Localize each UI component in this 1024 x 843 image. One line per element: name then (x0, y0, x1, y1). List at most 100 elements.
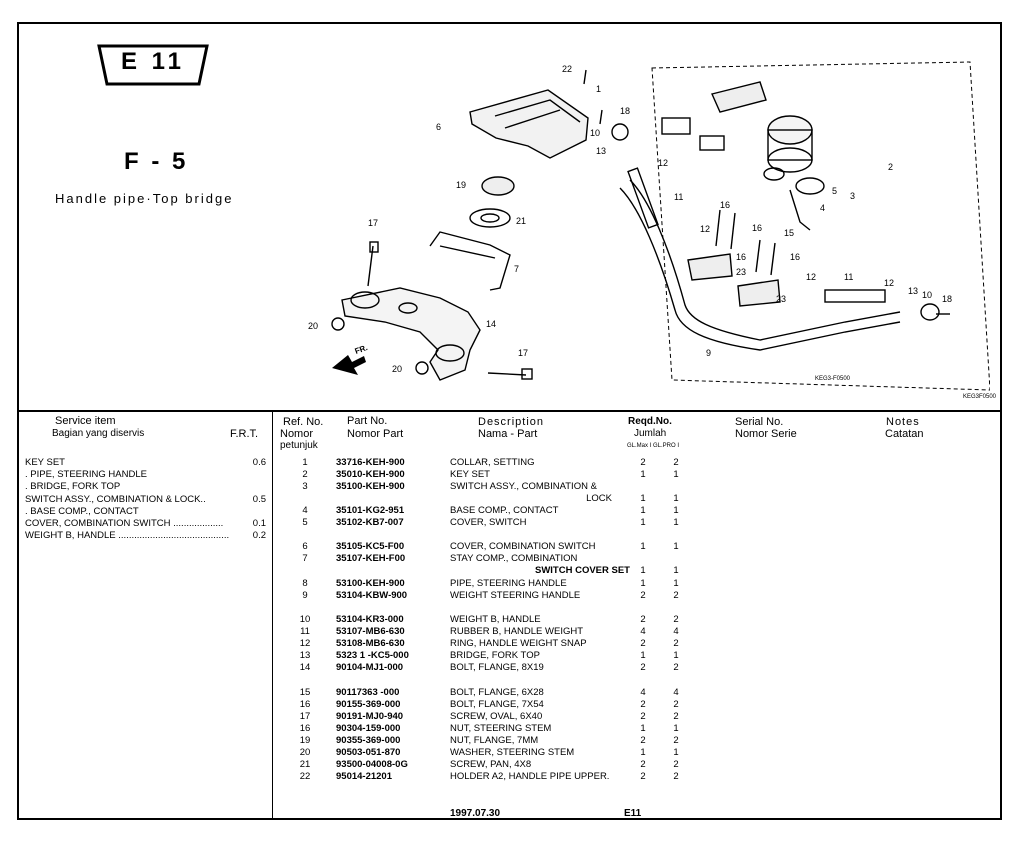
diagram-callout: 4 (820, 203, 825, 213)
parts-description: BASE COMP., CONTACT (450, 505, 559, 516)
header-ref-no: Ref. No. (283, 416, 324, 428)
figure-title: Handle pipe·Top bridge (55, 191, 234, 206)
parts-qty-a: 2 (640, 662, 646, 673)
parts-qty-b: 1 (673, 578, 679, 589)
parts-qty-b: 2 (673, 638, 679, 649)
parts-number: 95014-21201 (336, 771, 392, 782)
parts-description: SCREW, OVAL, 6X40 (450, 711, 543, 722)
parts-qty-b: 1 (673, 541, 679, 552)
parts-qty-b: 2 (673, 614, 679, 625)
parts-number: 53104-KBW-900 (336, 590, 408, 601)
parts-qty-a: 4 (640, 626, 646, 637)
parts-ref: 6 (302, 541, 308, 552)
header-service-item-id: Bagian yang diservis (52, 428, 145, 439)
parts-qty-a: 2 (640, 614, 646, 625)
diagram-callout: 10 (922, 290, 932, 300)
parts-qty-a: 2 (640, 457, 646, 468)
parts-qty-a: 2 (640, 638, 646, 649)
parts-qty-a: 1 (640, 578, 646, 589)
parts-qty-b: 4 (673, 687, 679, 698)
parts-ref: 15 (299, 687, 311, 698)
service-item: COVER, COMBINATION SWITCH ..............… (25, 518, 270, 530)
parts-description: HOLDER A2, HANDLE PIPE UPPER. (450, 771, 610, 782)
parts-ref: 21 (299, 759, 311, 770)
parts-number: 53104-KR3-000 (336, 614, 404, 625)
parts-ref: 3 (302, 481, 308, 492)
service-item: . BASE COMP., CONTACT (25, 506, 270, 518)
section-badge: E 11 (93, 44, 213, 86)
footer-code: E11 (624, 808, 642, 819)
parts-number: 90304-159-000 (336, 723, 401, 734)
parts-qty-b: 1 (673, 517, 679, 528)
parts-number: 5323 1 -KC5-000 (336, 650, 409, 661)
parts-qty-b: 1 (673, 469, 679, 480)
parts-qty-a: 2 (640, 590, 646, 601)
parts-description: SCREW, PAN, 4X8 (450, 759, 532, 770)
service-item-label: . BASE COMP., CONTACT (25, 505, 139, 517)
diagram-callout: 20 (308, 321, 318, 331)
parts-qty-a: 4 (640, 687, 646, 698)
parts-description-cont: SWITCH COVER SET (534, 565, 630, 576)
header-ref-no-id2: petunjuk (280, 440, 318, 451)
parts-qty-b: 2 (673, 699, 679, 710)
parts-qty-b: 1 (673, 747, 679, 758)
parts-qty-b: 4 (673, 626, 679, 637)
service-item: . PIPE, STEERING HANDLE (25, 469, 270, 481)
footer-date: 1997.07.30 (450, 808, 501, 819)
diagram-callout: 21 (516, 216, 526, 226)
parts-qty-b: 1 (673, 723, 679, 734)
parts-qty-a: 1 (640, 565, 646, 576)
service-item-label: WEIGHT B, HANDLE .......................… (25, 530, 230, 542)
parts-ref: 22 (299, 771, 311, 782)
diagram-callout: 1 (596, 84, 601, 94)
parts-qty-b: 1 (673, 650, 679, 661)
diagram-callout: 23 (736, 267, 746, 277)
diagram-callout: 11 (844, 272, 853, 282)
parts-description: RING, HANDLE WEIGHT SNAP (450, 638, 587, 649)
parts-row: 22 95014-21201 HOLDER A2, HANDLE PIPE UPPE… (280, 771, 700, 783)
parts-qty-b: 1 (673, 565, 679, 576)
diagram-callout: 13 (596, 146, 606, 156)
parts-description: WEIGHT B, HANDLE (450, 614, 541, 625)
diagram-callout: 12 (700, 224, 710, 234)
parts-qty-a: 2 (640, 735, 646, 746)
parts-qty-b: 2 (673, 759, 679, 770)
header-ref-no-id: Nomor (280, 428, 314, 440)
figure-code: F - 5 (124, 148, 189, 175)
table-top-rule (17, 410, 1002, 412)
header-part-no-id: Nomor Part (347, 428, 404, 440)
parts-qty-a: 1 (640, 505, 646, 516)
parts-ref: 2 (302, 469, 308, 480)
section-code: E 11 (120, 48, 186, 75)
service-item: WEIGHT B, HANDLE .......................… (25, 530, 270, 542)
parts-qty-b: 2 (673, 711, 679, 722)
parts-number: 90104-MJ1-000 (336, 662, 404, 673)
parts-qty-a: 1 (640, 517, 646, 528)
diagram-code: KEG3-F0500 (815, 376, 851, 382)
parts-qty-a: 2 (640, 711, 646, 722)
parts-ref: 5 (302, 517, 308, 528)
parts-qty-a: 1 (640, 723, 646, 734)
diagram-callout: 18 (620, 106, 630, 116)
parts-description: COVER, SWITCH (450, 517, 527, 528)
diagram-callout: 7 (514, 264, 519, 274)
parts-description: PIPE, STEERING HANDLE (450, 578, 567, 589)
parts-number: 93500-04008-0G (336, 759, 408, 770)
diagram-callout: 10 (590, 128, 600, 138)
header-reqd-cols: GL.Max I GL.PRO I (627, 443, 680, 449)
parts-number: 90117363 -000 (336, 687, 400, 698)
parts-number: 90355-369-000 (336, 735, 401, 746)
parts-description: COLLAR, SETTING (450, 457, 535, 468)
diagram-callout: 23 (776, 294, 786, 304)
parts-description: BRIDGE, FORK TOP (450, 650, 540, 661)
